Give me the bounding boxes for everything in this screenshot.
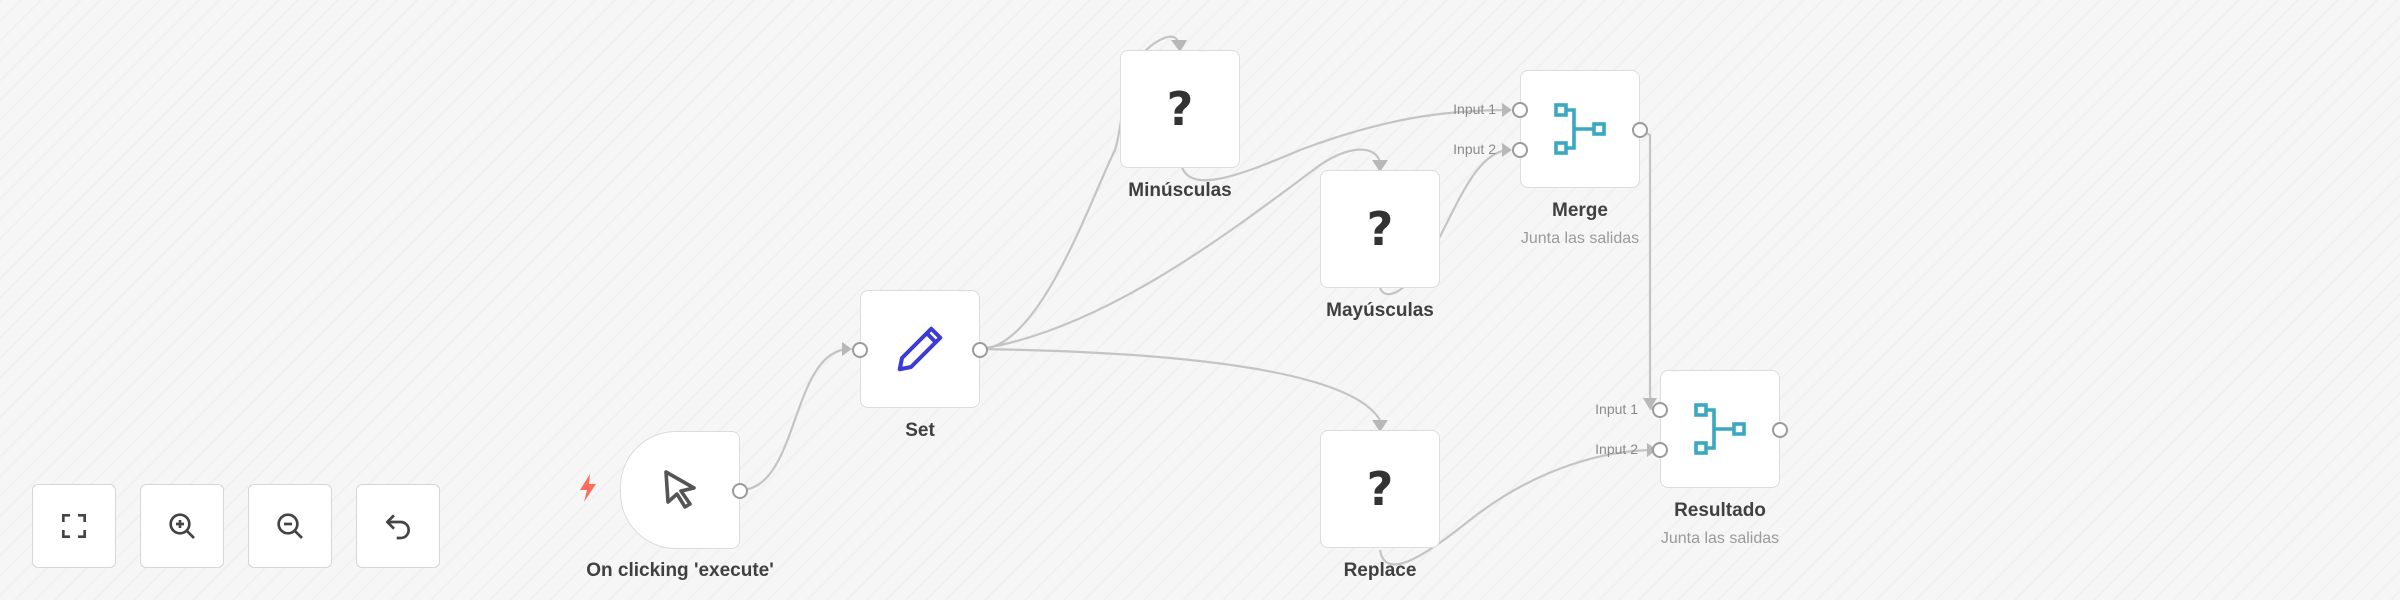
node-merge[interactable] [1512,70,1648,188]
arrow-icon [842,342,852,356]
undo-icon [386,514,410,540]
fullscreen-icon [62,514,86,538]
arrow-icon [1502,103,1512,117]
node-label-set: Set [905,420,935,441]
input-label-resultado-1: Input 1 [1595,401,1638,417]
arrow-icon [1502,143,1512,157]
input-label-merge-1: Input 1 [1453,101,1496,117]
merge-icon [1694,403,1746,455]
node-label-resultado: Resultado [1674,500,1766,521]
question-icon: ? [1166,82,1194,136]
node-subtitle-merge: Junta las salidas [1520,230,1640,247]
input-handle-1[interactable] [1652,402,1668,418]
node-label-replace: Replace [1343,560,1417,581]
output-handle[interactable] [972,342,988,358]
connection-trigger-set[interactable] [739,347,851,492]
node-label-merge: Merge [1552,200,1608,221]
output-handle[interactable] [1632,122,1648,138]
input-label-merge-2: Input 2 [1453,141,1496,157]
pencil-icon [897,326,943,372]
input-handle-2[interactable] [1652,442,1668,458]
node-set[interactable] [852,290,988,408]
fit-view-button[interactable] [32,484,116,568]
zoom-in-icon [169,513,195,539]
node-trigger[interactable] [620,431,748,549]
zoom-out-button[interactable] [248,484,332,568]
node-label-minusculas: Minúsculas [1128,180,1232,201]
connection-merge-resultado[interactable] [1639,129,1654,411]
connection-set-replace[interactable] [979,347,1381,421]
zoom-in-button[interactable] [140,484,224,568]
reset-zoom-button[interactable] [356,484,440,568]
node-label-mayusculas: Mayúsculas [1326,300,1434,321]
output-handle[interactable] [732,483,748,499]
question-icon: ? [1366,462,1394,516]
node-label-trigger: On clicking 'execute' [586,560,774,581]
question-icon: ? [1366,202,1394,256]
node-subtitle-resultado: Junta las salidas [1660,530,1780,547]
node-mayusculas[interactable]: ? [1320,170,1440,288]
input-label-resultado-2: Input 2 [1595,441,1638,457]
bolt-icon [580,474,596,502]
cursor-icon [664,470,696,509]
node-replace[interactable]: ? [1320,430,1440,548]
output-handle[interactable] [1772,422,1788,438]
input-handle[interactable] [852,342,868,358]
node-minusculas[interactable]: ? [1120,50,1240,168]
node-resultado[interactable] [1652,370,1788,488]
zoom-out-icon [277,513,303,539]
input-handle-2[interactable] [1512,142,1528,158]
input-handle-1[interactable] [1512,102,1528,118]
merge-icon [1554,103,1606,155]
